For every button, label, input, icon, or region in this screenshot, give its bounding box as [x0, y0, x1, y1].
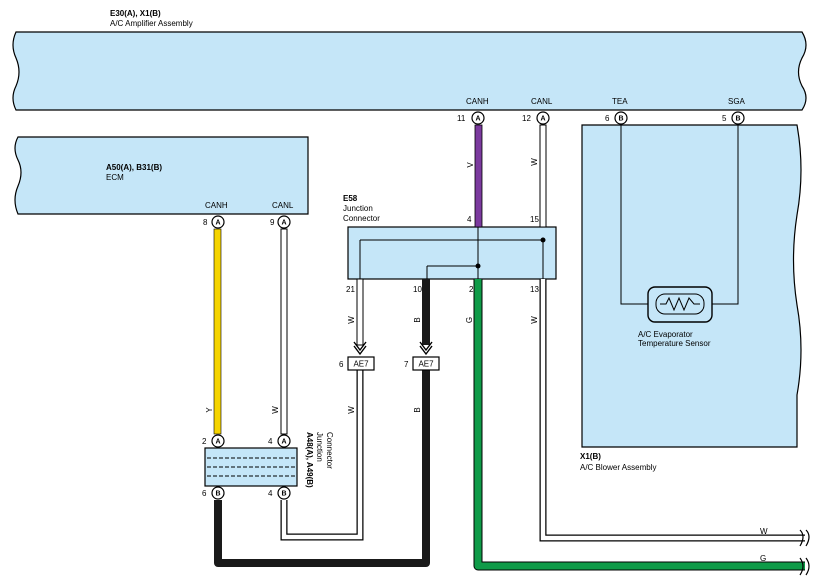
- a48-terminal-2a: 2 A: [202, 434, 225, 448]
- amp-sga-conn: B: [735, 116, 740, 123]
- wire-label-w-ecm: W: [271, 406, 280, 414]
- wire-yellow: [213, 228, 222, 435]
- e58-pin-4: 4: [467, 215, 472, 224]
- wire-black-loop: [214, 370, 430, 567]
- ac-amplifier-assembly: E30(A), X1(B) A/C Amplifier Assembly: [12, 9, 807, 111]
- amp-sga-pin: 5: [722, 114, 727, 123]
- ecm-canl-label: CANL: [272, 201, 294, 210]
- ac-blower-assembly: X1(B) A/C Blower Assembly: [580, 124, 802, 472]
- amp-terminal-canl: CANL 12 A: [522, 97, 553, 125]
- a48-2a-pin: 2: [202, 437, 207, 446]
- wire-label-b-10: B: [413, 317, 422, 322]
- ecm-canh-conn: A: [215, 220, 220, 227]
- ae7-connector-6: 6 AE7: [339, 341, 375, 371]
- e58-pin-21: 21: [346, 285, 355, 294]
- wire-violet: [474, 124, 483, 228]
- ecm-canl-pin: 9: [270, 218, 275, 227]
- blower-name: A/C Blower Assembly: [580, 463, 656, 472]
- wire-green: [474, 279, 805, 570]
- ae7-6-pin: 6: [339, 360, 344, 369]
- wire-white-canl: [539, 124, 547, 228]
- thermistor-icon: [660, 296, 700, 312]
- amp-canl-conn: A: [540, 116, 545, 123]
- a48-terminal-6b: 6 B: [202, 486, 225, 500]
- wire-white-loop: [281, 370, 363, 540]
- ecm-box: A50(A), B31(B) ECM: [14, 136, 309, 215]
- ecm-canl-conn: A: [281, 220, 286, 227]
- wire-label-y: Y: [205, 407, 214, 413]
- wire-white-ecm-canl: [280, 228, 288, 435]
- ae7-7-label: AE7: [418, 360, 434, 369]
- wire-white-13: [540, 279, 805, 541]
- wire-label-w-21: W: [347, 316, 356, 324]
- ac-amplifier-code: E30(A), X1(B): [110, 9, 161, 18]
- amp-terminal-sga: SGA 5 B: [722, 97, 746, 125]
- sensor-name-2: Temperature Sensor: [638, 339, 711, 348]
- amp-tea-conn: B: [618, 116, 623, 123]
- a48-code: A48(A), A49(B): [305, 432, 314, 488]
- amp-terminal-canh: CANH 11 A: [457, 97, 489, 125]
- e58-pin-15: 15: [530, 215, 539, 224]
- amp-tea-pin: 6: [605, 114, 610, 123]
- wire-color-w-right: W: [760, 527, 768, 536]
- e58-code: E58: [343, 194, 358, 203]
- ecm-code: A50(A), B31(B): [106, 163, 162, 172]
- a48-4b-conn: B: [281, 491, 286, 498]
- e58-name-1: Junction: [343, 204, 373, 213]
- ecm-canh-pin: 8: [203, 218, 208, 227]
- amp-sga-label: SGA: [728, 97, 746, 106]
- e58-pin-10: 10: [413, 285, 422, 294]
- wire-color-g-right: G: [760, 554, 766, 563]
- a48-junction-connector: A48(A), A49(B) Junction Connector: [204, 432, 334, 488]
- wire-label-g: G: [465, 317, 474, 323]
- wire-label-w-ae7: W: [347, 406, 356, 414]
- e58-pin-2: 2: [469, 285, 474, 294]
- ac-amplifier-name: A/C Amplifier Assembly: [110, 19, 193, 28]
- sensor-name-1: A/C Evaporator: [638, 330, 693, 339]
- a48-terminal-4a: 4 A: [268, 434, 291, 448]
- amp-canh-label: CANH: [466, 97, 489, 106]
- a48-4b-pin: 4: [268, 489, 273, 498]
- a48-6b-pin: 6: [202, 489, 207, 498]
- wire-white-21: [356, 278, 364, 346]
- a48-name-2: Connector: [325, 432, 334, 469]
- a48-4a-conn: A: [281, 439, 286, 446]
- wire-label-b-ae7: B: [413, 407, 422, 412]
- ecm-name: ECM: [106, 173, 124, 182]
- blower-code: X1(B): [580, 452, 601, 461]
- ecm-terminal-canh: CANH 8 A: [203, 201, 228, 229]
- sga-wire: [712, 124, 739, 305]
- wire-label-w-canl: W: [530, 158, 539, 166]
- a48-terminal-4b: 4 B: [268, 486, 291, 500]
- amp-terminal-tea: TEA 6 B: [605, 97, 628, 125]
- e58-junction-connector: E58 Junction Connector 4 15 21 10 2 13: [343, 194, 557, 294]
- a48-4a-pin: 4: [268, 437, 273, 446]
- amp-tea-label: TEA: [612, 97, 628, 106]
- e58-pin-13: 13: [530, 285, 539, 294]
- ae7-6-label: AE7: [353, 360, 369, 369]
- a48-6b-conn: B: [215, 491, 220, 498]
- tea-wire: [620, 124, 648, 305]
- a48-2a-conn: A: [215, 439, 220, 446]
- ae7-connector-7: 7 AE7: [404, 341, 440, 371]
- amp-canh-conn: A: [475, 116, 480, 123]
- ecm-canh-label: CANH: [205, 201, 228, 210]
- amp-canl-label: CANL: [531, 97, 553, 106]
- wire-black-10: [422, 279, 430, 345]
- amp-canl-pin: 12: [522, 114, 531, 123]
- ecm-terminal-canl: CANL 9 A: [270, 201, 294, 229]
- amp-canh-pin: 11: [457, 114, 466, 123]
- evaporator-sensor: A/C Evaporator Temperature Sensor: [638, 286, 713, 348]
- ae7-7-pin: 7: [404, 360, 409, 369]
- wire-label-w-13: W: [530, 316, 539, 324]
- a48-name-1: Junction: [315, 432, 324, 462]
- wire-label-v: V: [466, 162, 475, 168]
- e58-name-2: Connector: [343, 214, 380, 223]
